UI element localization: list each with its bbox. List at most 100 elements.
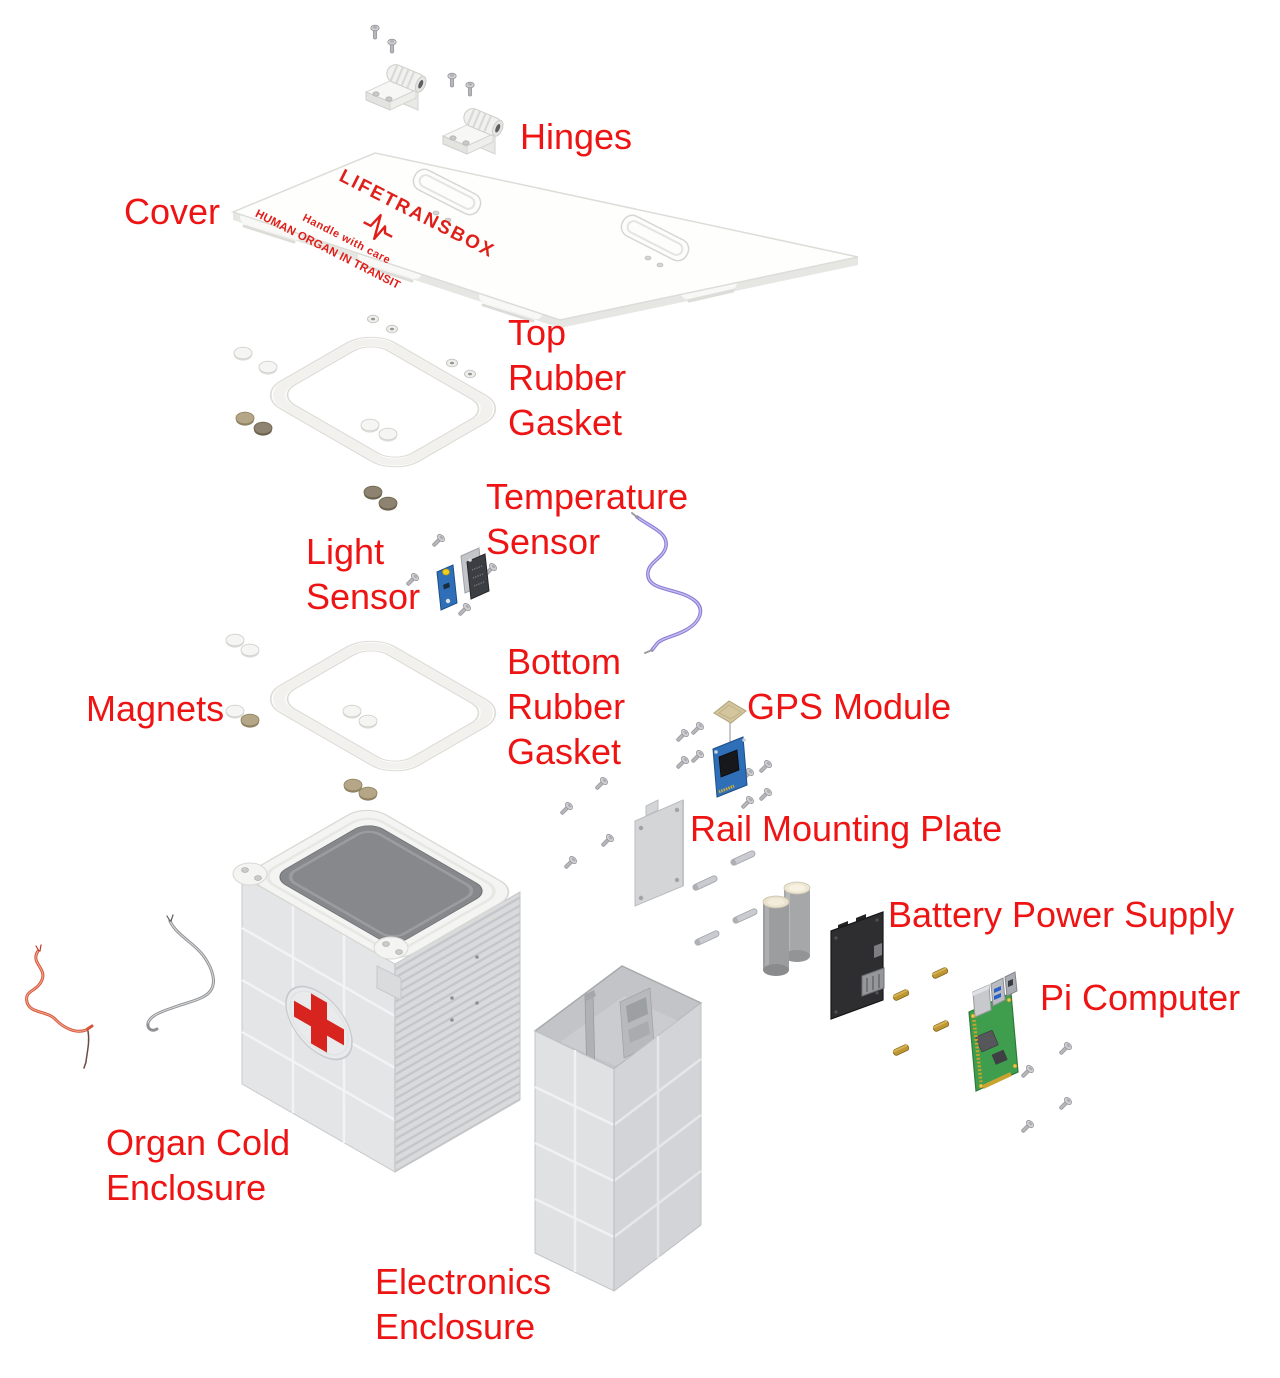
label-line: Rubber <box>507 686 626 727</box>
label-battery-power-supply: Battery Power Supply <box>888 892 1234 937</box>
screw-icon <box>673 727 691 745</box>
label-line: Magnets <box>86 688 225 729</box>
battery-power-supply-part <box>830 911 885 1020</box>
screw-icon <box>387 38 397 54</box>
electronics-enclosure-part <box>533 965 703 1293</box>
washer-icon <box>446 358 458 368</box>
cover-plate <box>230 152 859 321</box>
magnet-icon <box>225 633 245 649</box>
magnet-icon <box>358 714 378 730</box>
magnet-icon <box>358 786 378 802</box>
brass-standoff-icon <box>891 1043 911 1057</box>
screw-icon <box>561 854 579 872</box>
screw-icon <box>756 786 774 804</box>
label-line: Hinges <box>520 116 633 157</box>
magnet-icon <box>378 496 398 512</box>
hinge-part <box>364 60 430 112</box>
label-line: Electronics <box>375 1261 552 1302</box>
organ-box-opening <box>279 825 483 943</box>
screw-icon <box>1056 1040 1074 1058</box>
screw-icon <box>465 81 475 97</box>
magnet-icon <box>240 643 260 659</box>
label-organ-cold-enclosure: Organ Cold Enclosure <box>106 1120 290 1210</box>
screw-icon <box>370 24 380 40</box>
organ-cold-enclosure-part <box>232 809 521 1173</box>
label-line: Enclosure <box>106 1167 267 1208</box>
screw-icon <box>756 758 774 776</box>
label-light-sensor: Light Sensor <box>306 529 420 619</box>
magnet-icon <box>378 427 398 443</box>
pi-cpu-chip <box>975 1030 999 1052</box>
cover-handle-slot <box>620 214 690 262</box>
screw-icon <box>688 720 706 738</box>
magnet-icon <box>258 360 278 376</box>
hinge-part <box>441 104 507 156</box>
screw-icon <box>592 775 610 793</box>
rail-mounting-plate-part <box>634 799 684 907</box>
label-line: Bottom <box>507 641 622 682</box>
screw-icon <box>673 754 691 772</box>
red-cross-icon <box>294 993 344 1053</box>
sensor-cable-part <box>631 512 703 654</box>
red-cross-badge <box>285 985 353 1061</box>
label-line: Light <box>306 531 385 572</box>
label-line: Top <box>508 312 567 353</box>
standoff-rail-icon <box>693 929 721 947</box>
screw-icon <box>447 72 457 88</box>
label-magnets: Magnets <box>86 686 224 731</box>
brass-standoff-icon <box>891 988 911 1002</box>
battery-cell <box>762 895 790 976</box>
label-line: Sensor <box>486 521 601 562</box>
gps-module-part <box>712 700 748 798</box>
cover-part: LIFETRANSBOX Handle with care HUMAN ORGA… <box>230 152 859 328</box>
label-line: Pi Computer <box>1040 977 1241 1018</box>
pi-screws <box>1018 1040 1074 1136</box>
light-sensor-part <box>436 564 458 611</box>
screw-icon <box>1018 1063 1036 1081</box>
magnet-icon <box>363 485 383 501</box>
washer-icon <box>367 314 379 324</box>
label-line: Gasket <box>508 402 623 443</box>
label-line: Battery Power Supply <box>888 894 1235 935</box>
label-cover: Cover <box>124 189 220 234</box>
magnet-icon <box>360 418 380 434</box>
standoff-rail-icon <box>731 907 759 925</box>
brass-standoffs-group <box>891 966 951 1057</box>
standoff-rail-icon <box>691 874 719 892</box>
rail-screws <box>557 775 616 872</box>
screw-icon <box>557 800 575 818</box>
magnet-icon <box>225 704 245 720</box>
screw-icon <box>1056 1095 1074 1113</box>
label-line: Sensor <box>306 576 421 617</box>
screw-icon <box>455 601 473 619</box>
cover-handle-slot <box>412 168 482 216</box>
organ-box-rim <box>252 809 510 959</box>
heartbeat-icon <box>363 214 393 241</box>
screw-icon <box>598 832 616 850</box>
standoff-rail-icon <box>729 849 757 867</box>
label-rail-mounting-plate: Rail Mounting Plate <box>690 806 1002 851</box>
magnet-icon <box>235 411 255 427</box>
brass-standoff-icon <box>930 966 950 980</box>
pi-computer-part <box>968 971 1019 1092</box>
magnet-icon <box>233 346 253 362</box>
label-gps-module: GPS Module <box>747 684 951 729</box>
gps-antenna <box>713 700 747 724</box>
gray-wire-part <box>146 914 215 1032</box>
light-sensor-dot <box>442 568 450 576</box>
label-line: Temperature <box>486 476 689 517</box>
washer-icon <box>464 369 476 379</box>
label-line: Gasket <box>507 731 622 772</box>
screw-icon <box>1018 1118 1036 1136</box>
red-wire-part <box>25 944 94 1069</box>
magnet-icon <box>253 421 273 437</box>
label-hinges: Hinges <box>520 114 632 159</box>
label-line: Cover <box>124 191 221 232</box>
label-bottom-rubber-gasket: Bottom Rubber Gasket <box>507 639 625 774</box>
bottom-rubber-gasket-part <box>257 633 510 779</box>
label-top-rubber-gasket: Top Rubber Gasket <box>508 310 626 445</box>
label-line: Organ Cold <box>106 1122 291 1163</box>
magnet-icon <box>342 704 362 720</box>
